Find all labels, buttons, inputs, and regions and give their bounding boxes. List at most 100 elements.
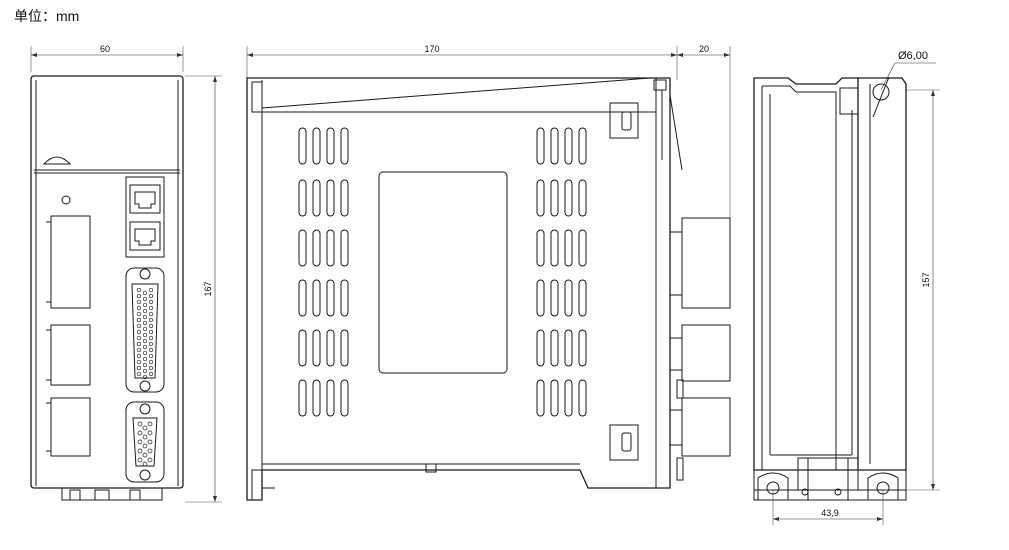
vent-slot	[326, 329, 335, 367]
vent-slot	[578, 329, 587, 367]
vent-slot	[312, 329, 321, 367]
vent-slot	[312, 229, 321, 267]
db15-connector-shell	[125, 401, 165, 483]
vent-slot	[340, 127, 349, 165]
vent-slot	[340, 229, 349, 267]
vent-slot	[578, 229, 587, 267]
db15-pin	[147, 430, 153, 436]
vent-slot	[298, 229, 307, 267]
side-depth-dim: 170	[424, 44, 439, 54]
db15-connector	[132, 417, 158, 467]
mount-hole-top	[872, 83, 890, 101]
db44-pin	[142, 296, 148, 302]
mount-slot-right	[867, 472, 899, 500]
vent-slot	[578, 179, 587, 217]
db15-pin	[142, 452, 148, 458]
db44-pin	[148, 311, 154, 317]
db44-pin	[142, 368, 148, 374]
vent-slot	[550, 127, 559, 165]
vent-slot	[326, 179, 335, 217]
db44-pin	[148, 347, 154, 353]
vent-slot	[536, 229, 545, 267]
status-led	[61, 195, 71, 205]
vent-slot	[326, 229, 335, 267]
db44-pin	[148, 293, 154, 299]
db44-pin	[136, 299, 142, 305]
db44-pin	[136, 311, 142, 317]
vent-slot	[340, 329, 349, 367]
db44-pin	[136, 305, 142, 311]
db44-connector-shell	[125, 267, 165, 393]
vent-slot	[536, 329, 545, 367]
rj45-port-group	[125, 176, 165, 258]
db44-pin	[142, 362, 148, 368]
db44-pin	[142, 314, 148, 320]
unit-label: 单位：mm	[14, 8, 80, 24]
vent-slot	[298, 279, 307, 317]
vent-slot	[298, 329, 307, 367]
db44-pin	[142, 320, 148, 326]
db44-pin	[148, 299, 154, 305]
back-height-dim: 157	[921, 272, 931, 287]
db44-pin	[148, 365, 154, 371]
side-brake-plug	[681, 397, 731, 457]
db15-pin	[142, 443, 148, 449]
vent-slot	[340, 279, 349, 317]
db44-pin	[136, 329, 142, 335]
db44-pin	[136, 317, 142, 323]
db44-pin	[136, 353, 142, 359]
db15-pin	[137, 430, 143, 436]
vent-slot	[536, 127, 545, 165]
back-view	[753, 62, 940, 525]
vent-slot	[312, 127, 321, 165]
db44-pin	[142, 356, 148, 362]
db44-pin	[142, 332, 148, 338]
db44-pin	[136, 323, 142, 329]
db44-pin	[148, 329, 154, 335]
vent-slot	[298, 127, 307, 165]
rj45-port-2	[129, 221, 161, 251]
bottom-clip	[609, 424, 639, 461]
db44-pin	[142, 308, 148, 314]
vent-slot	[312, 179, 321, 217]
db44-pin	[142, 326, 148, 332]
power-connector	[50, 215, 91, 309]
vent-slot	[298, 179, 307, 217]
db44-pin	[136, 341, 142, 347]
db15-pin	[137, 448, 143, 454]
db44-pin	[136, 371, 142, 377]
db44-pin	[142, 350, 148, 356]
db44-pin	[148, 317, 154, 323]
db15-pin	[142, 461, 148, 467]
vent-slot	[340, 379, 349, 417]
db44-pin	[148, 287, 154, 293]
vent-slot	[536, 179, 545, 217]
db44-pin	[142, 344, 148, 350]
db44-pin	[136, 359, 142, 365]
db44-pin	[148, 305, 154, 311]
vent-slot	[578, 279, 587, 317]
vent-slot	[564, 179, 573, 217]
front-vent-slot	[42, 156, 72, 165]
back-housing	[753, 77, 859, 471]
vent-slot	[312, 379, 321, 417]
vent-slot	[550, 229, 559, 267]
vent-slot	[312, 279, 321, 317]
side-power-plug	[681, 217, 731, 309]
vent-slot	[564, 379, 573, 417]
vent-slot	[326, 127, 335, 165]
vent-slot	[550, 329, 559, 367]
back-clip	[839, 87, 859, 115]
db44-pin	[148, 353, 154, 359]
vent-slot	[536, 279, 545, 317]
nameplate-window	[378, 171, 508, 374]
vent-slot	[564, 329, 573, 367]
db15-pin	[142, 434, 148, 440]
side-motor-plug	[681, 324, 731, 382]
db15-pin	[137, 421, 143, 427]
db44-pin	[142, 374, 148, 380]
db15-pin	[137, 457, 143, 463]
mount-slot-left	[757, 472, 789, 500]
db44-pin	[148, 371, 154, 377]
